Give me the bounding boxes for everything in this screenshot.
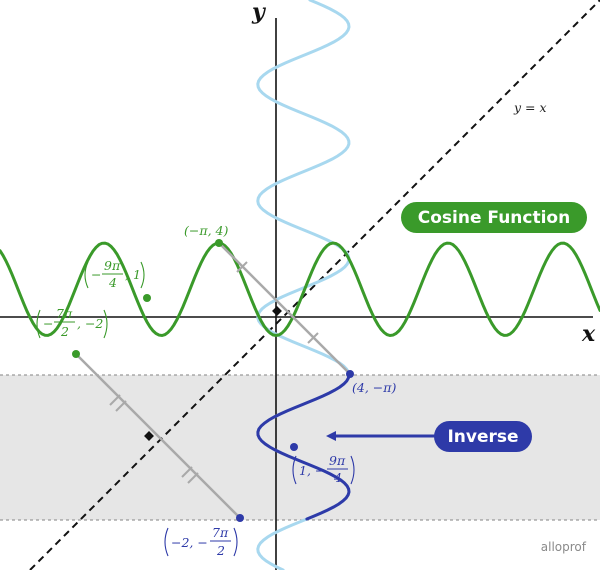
reflection-segment-1 (75, 353, 241, 519)
svg-text:−: − (91, 267, 101, 282)
reflection-segment-2 (218, 242, 351, 375)
cosine-point-2 (143, 294, 151, 302)
cosine-point-3 (215, 239, 223, 247)
svg-text:4: 4 (108, 275, 117, 290)
svg-text:4: 4 (333, 470, 342, 485)
identity-line (29, 0, 600, 570)
equal-length-ticks (109, 261, 319, 484)
inverse-point-label-2: 1, − 9π 4 (292, 453, 355, 485)
svg-text:, −2: , −2 (77, 316, 103, 331)
svg-text:, 1: , 1 (125, 267, 141, 282)
cosine-function-badge: Cosine Function (401, 202, 587, 233)
inverse-point-1 (346, 370, 354, 378)
cosine-point-label-2: − 9π 4 , 1 (84, 258, 145, 290)
inverse-badge: Inverse (434, 421, 532, 452)
svg-text:Cosine Function: Cosine Function (418, 208, 570, 228)
brand-logo: alloprof (541, 540, 587, 554)
cosine-point-label-1: − 7π 2 , −2 (36, 306, 108, 339)
svg-text:Inverse: Inverse (447, 427, 518, 447)
svg-text:−2, −: −2, − (171, 535, 208, 550)
svg-text:2: 2 (60, 324, 69, 339)
x-axis-label: x (581, 321, 596, 347)
inverse-point-2 (290, 443, 298, 451)
svg-text:7π: 7π (212, 525, 229, 540)
svg-text:(−π, 4): (−π, 4) (184, 223, 228, 238)
svg-text:9π: 9π (329, 453, 346, 468)
inverse-point-3 (236, 514, 244, 522)
svg-text:−: − (43, 316, 53, 331)
svg-text:7π: 7π (56, 306, 73, 321)
svg-text:9π: 9π (104, 258, 121, 273)
cosine-function-curve (0, 241, 600, 338)
cosine-point-1 (72, 350, 80, 358)
identity-line-label: y = x (513, 100, 547, 115)
svg-text:1, −: 1, − (299, 463, 325, 478)
cosine-point-label-3: (−π, 4) (184, 223, 228, 238)
inverse-function-curve (256, 370, 351, 521)
svg-text:2: 2 (216, 543, 225, 558)
inverse-point-label-1: (4, −π) (352, 380, 396, 395)
svg-text:(4, −π): (4, −π) (352, 380, 396, 395)
inverse-point-label-3: −2, − 7π 2 (164, 525, 238, 558)
right-angle-marker-2 (272, 306, 282, 316)
y-axis-label: y (251, 0, 267, 25)
